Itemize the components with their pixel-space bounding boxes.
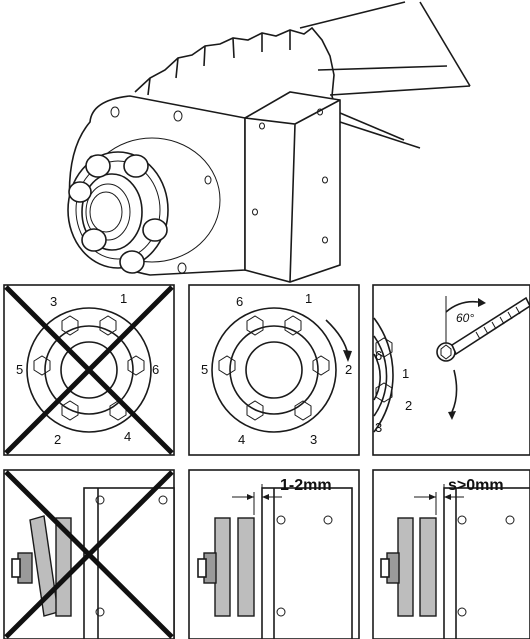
gap-label: s>0mm <box>448 477 504 494</box>
panel-wrong-gap <box>3 469 175 639</box>
panel-gap-greater-zero: s>0mm <box>372 469 530 639</box>
gap-label: 1-2mm <box>280 477 332 494</box>
bolt-number: 2 <box>345 362 352 377</box>
bolt-number: 3 <box>310 432 317 447</box>
drive-shaft <box>299 1 471 149</box>
bolt-number: 2 <box>405 398 412 413</box>
bolt-number: 5 <box>16 362 23 377</box>
bolt-number: 1 <box>402 366 409 381</box>
wrench-handle-icon <box>450 296 530 356</box>
panel-wrong-tightening-order: 3 1 5 6 2 4 <box>3 284 175 456</box>
bolt-number: 4 <box>124 429 131 444</box>
bolt-number: 3 <box>50 294 57 309</box>
bolt-number: 5 <box>201 362 208 377</box>
bolt-number: 1 <box>120 291 127 306</box>
bolt-number: 6 <box>375 348 382 363</box>
flange-bolts <box>68 154 168 274</box>
gearbox-flange-illustration <box>67 1 471 283</box>
angle-label: 60° <box>456 311 474 325</box>
bolt-number: 1 <box>305 291 312 306</box>
panel-correct-tightening-order: 6 1 5 2 4 3 <box>188 284 360 456</box>
panel-gap-1-2mm: 1-2mm <box>188 469 360 639</box>
bolt-number: 6 <box>152 362 159 377</box>
panel-tightening-angle: 60° 6 1 2 3 <box>372 284 530 456</box>
bolt-number: 4 <box>238 432 245 447</box>
bolt-number: 2 <box>54 432 61 447</box>
bolt-number: 6 <box>236 294 243 309</box>
bolt-number: 3 <box>375 420 382 435</box>
